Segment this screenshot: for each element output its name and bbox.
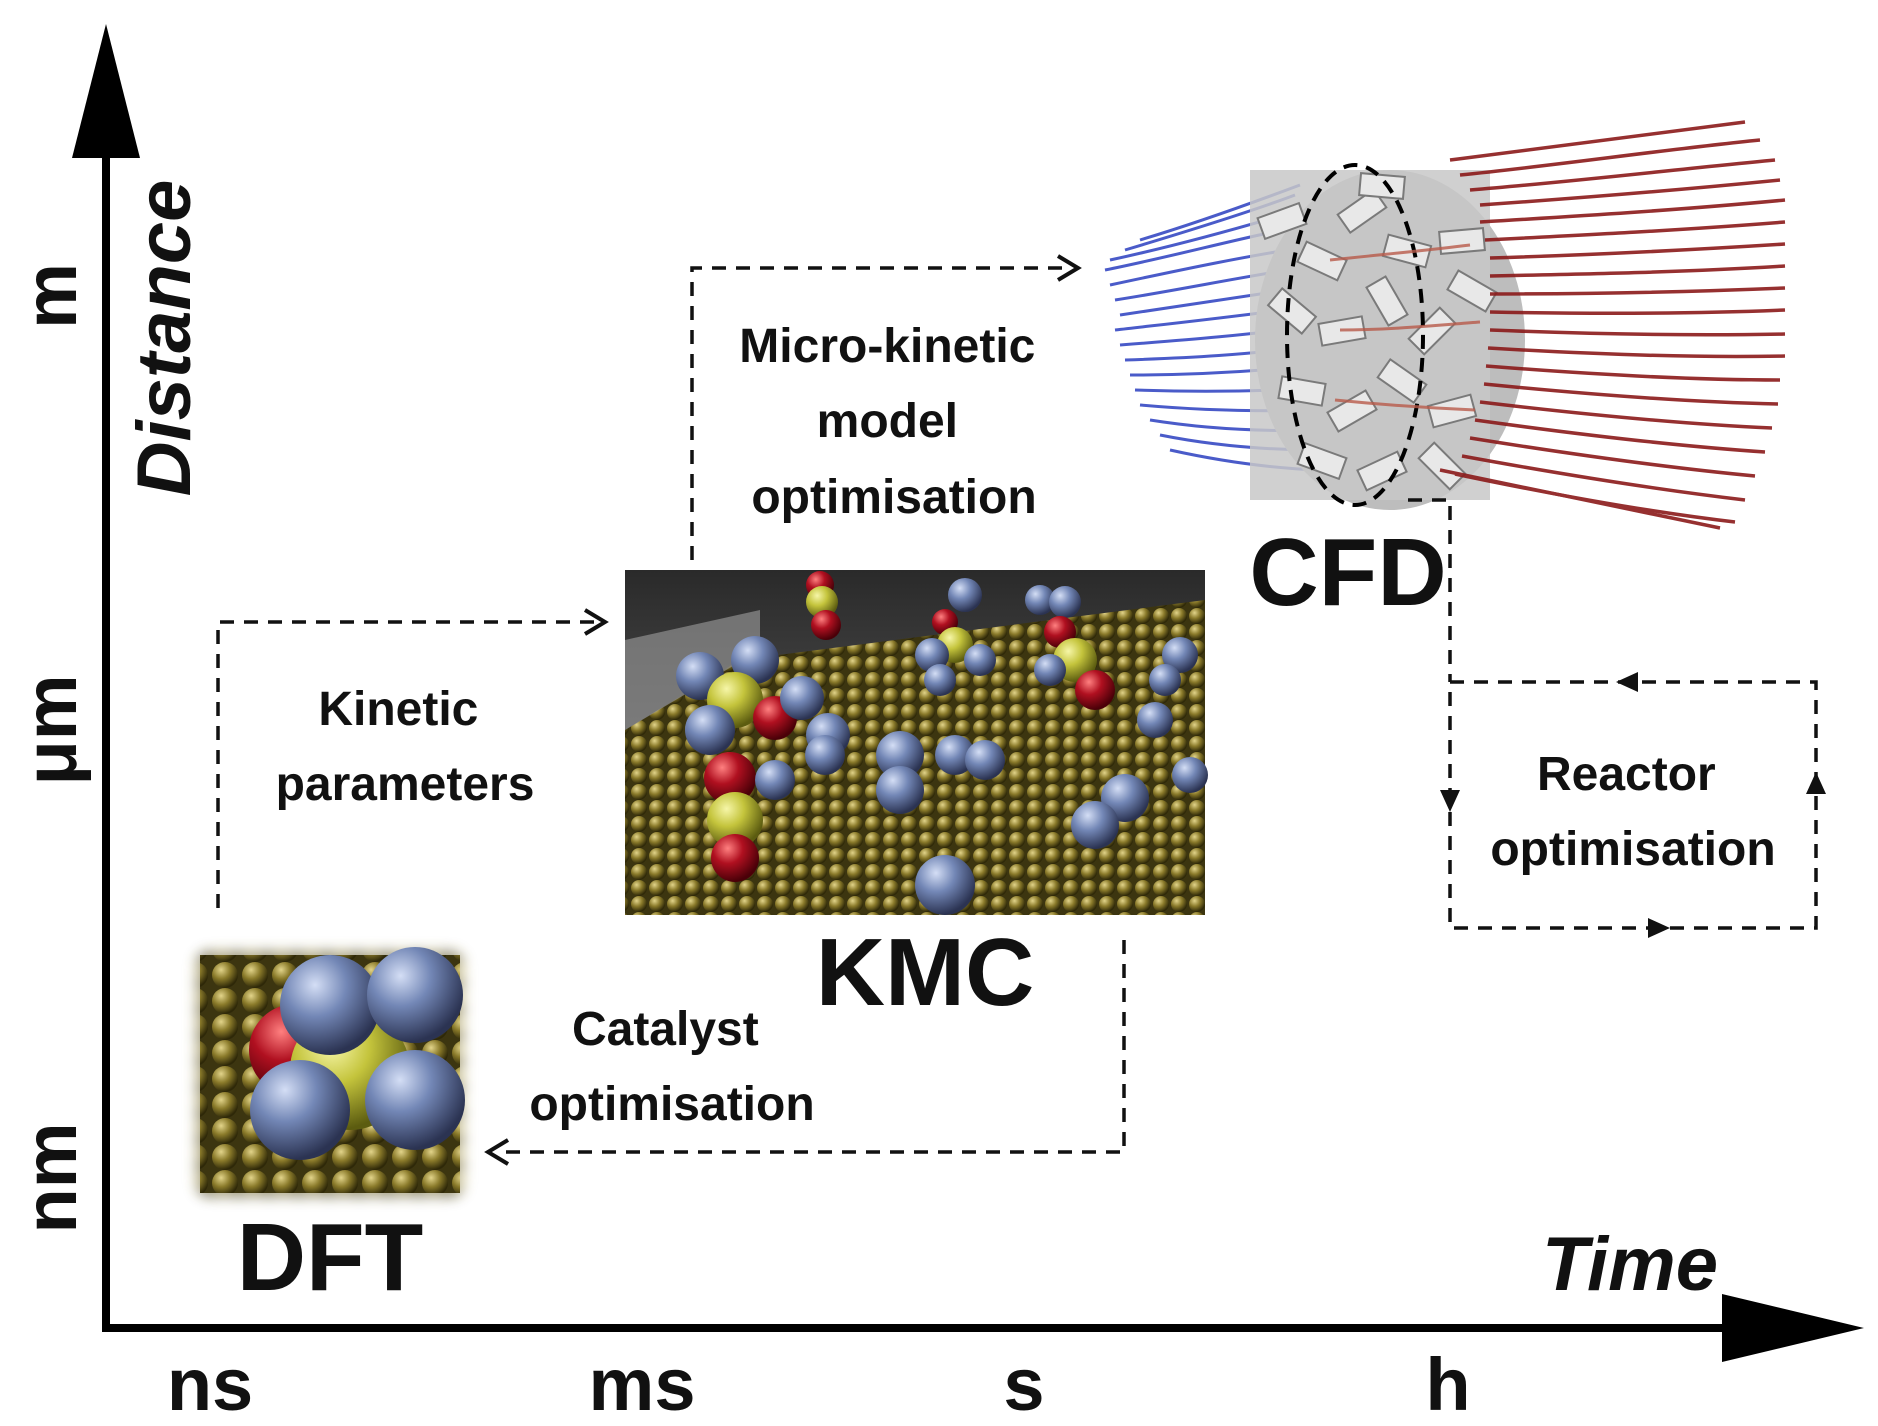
y-tick-um: μm [9, 674, 92, 785]
kmc-label: KMC [816, 919, 1035, 1026]
kinetic-parameters-arrow [216, 608, 609, 908]
kinetic-parameters-label: Kinetic parameters [276, 683, 535, 811]
catalyst-optimisation-arrow [484, 940, 1126, 1166]
y-axis-title: Distance [122, 180, 207, 497]
x-tick-s: s [1003, 1343, 1044, 1426]
x-tick-ms: ms [589, 1343, 696, 1426]
microkinetic-arrow [690, 254, 1082, 560]
x-axis-title: Time [1542, 1222, 1718, 1307]
cfd-outlet-streamlines [1439, 120, 1786, 530]
axes: Distance Time ns ms s h nm μm m [9, 24, 1864, 1426]
dft-image [195, 947, 465, 1198]
y-tick-m: m [9, 263, 92, 329]
microkinetic-label: Micro-kinetic model optimisation [739, 320, 1048, 524]
catalyst-optimisation-label: Catalyst optimisation [529, 1003, 814, 1131]
x-axis-arrowhead [1722, 1294, 1864, 1362]
x-tick-ns: ns [167, 1343, 253, 1426]
y-axis-arrowhead [72, 24, 140, 158]
reactor-optimisation-loop [1408, 498, 1826, 938]
cfd-packed-bed [1250, 163, 1525, 510]
y-tick-nm: nm [9, 1123, 92, 1234]
dft-label: DFT [237, 1204, 424, 1311]
cfd-mixed-streamlines [1329, 243, 1481, 412]
cfd-highlight-ellipse [1285, 163, 1425, 507]
kmc-molecules [676, 571, 1208, 915]
reactor-optimisation-label: Reactor optimisation [1490, 748, 1775, 876]
kmc-image [625, 570, 1208, 915]
x-tick-h: h [1425, 1343, 1470, 1426]
cfd-image [1104, 120, 1786, 530]
cfd-label: CFD [1249, 519, 1446, 626]
